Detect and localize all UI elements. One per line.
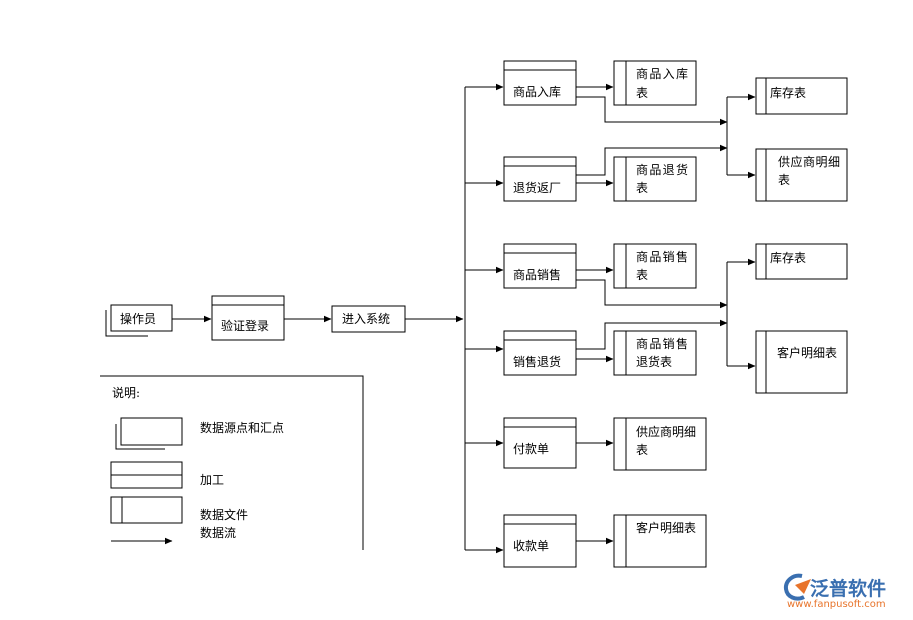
file-supplier-detail: 供应商明细 表 [755, 148, 848, 202]
process-return-to-supplier: 退货返厂 [503, 156, 577, 202]
process-payment-label: 付款单 [513, 442, 549, 456]
file-stock-in-line1: 商品入库 [636, 66, 688, 81]
legend-title: 说明: [112, 385, 140, 400]
operator-label: 操作员 [120, 311, 156, 326]
enter-system-label: 进入系统 [342, 312, 390, 326]
logo-mark-icon [783, 573, 811, 601]
file-return-line2: 表 [636, 181, 648, 195]
file-payment-supplier-table: 供应商明细 表 [613, 417, 707, 471]
legend: 说明: 数据源点和汇点 加工 数据文件 数据流 [100, 375, 364, 550]
file-return-table: 商品退货 表 [613, 156, 697, 202]
file-payment-line2: 表 [636, 443, 648, 457]
customer-detail-label: 客户明细表 [777, 345, 837, 360]
file-return-line1: 商品退货 [636, 162, 688, 177]
process-sales-return: 销售退货 [503, 330, 577, 376]
process-return-label: 退货返厂 [513, 180, 561, 195]
operator-source: 操作员 [105, 304, 173, 337]
file-sales-return-table: 商品销售 退货表 [613, 330, 697, 376]
login-process: 验证登录 [211, 295, 285, 341]
login-label: 验证登录 [221, 318, 269, 333]
legend-source-symbol [115, 417, 183, 450]
file-sales-table: 商品销售 表 [613, 243, 697, 289]
legend-process-symbol [110, 461, 183, 489]
legend-file-label: 数据文件 [200, 507, 248, 522]
process-stock-in-label: 商品入库 [513, 84, 561, 99]
process-sales-return-label: 销售退货 [513, 354, 561, 369]
process-payment: 付款单 [503, 417, 577, 469]
process-stock-in: 商品入库 [503, 60, 577, 106]
file-sales-return-line1: 商品销售 [636, 336, 688, 351]
file-inventory-upper: 库存表 [755, 77, 848, 115]
legend-file-symbol [110, 496, 183, 524]
file-sales-line1: 商品销售 [636, 249, 688, 264]
enter-system-box: 进入系统 [331, 305, 406, 333]
file-customer-detail: 客户明细表 [755, 330, 848, 394]
inventory-lower-label: 库存表 [770, 250, 806, 265]
file-sales-line2: 表 [636, 268, 648, 282]
logo-name: 泛普软件 [810, 577, 886, 600]
file-payment-line1: 供应商明细 [636, 424, 696, 439]
file-receipt-customer-table: 客户明细表 [613, 514, 707, 568]
logo-url: www.fanpusoft.com [787, 599, 886, 610]
flow-lines [172, 83, 756, 554]
process-receipt-label: 收款单 [513, 539, 549, 553]
supplier-detail-line2: 表 [778, 173, 790, 187]
process-receipt: 收款单 [503, 514, 577, 568]
file-stock-in-table: 商品入库 表 [613, 60, 697, 106]
legend-source-label: 数据源点和汇点 [200, 420, 284, 435]
file-inventory-lower: 库存表 [755, 243, 848, 280]
fanpusoft-logo: 泛普软件 www.fanpusoft.com [783, 573, 886, 610]
legend-process-label: 加工 [200, 473, 224, 487]
legend-flow-label: 数据流 [200, 525, 236, 540]
file-receipt-label: 客户明细表 [636, 520, 696, 535]
process-sales-label: 商品销售 [513, 267, 561, 282]
file-sales-return-line2: 退货表 [636, 354, 672, 369]
inventory-upper-label: 库存表 [770, 85, 806, 100]
supplier-detail-line1: 供应商明细 [778, 154, 840, 169]
process-sales: 商品销售 [503, 243, 577, 289]
file-stock-in-line2: 表 [636, 86, 648, 100]
